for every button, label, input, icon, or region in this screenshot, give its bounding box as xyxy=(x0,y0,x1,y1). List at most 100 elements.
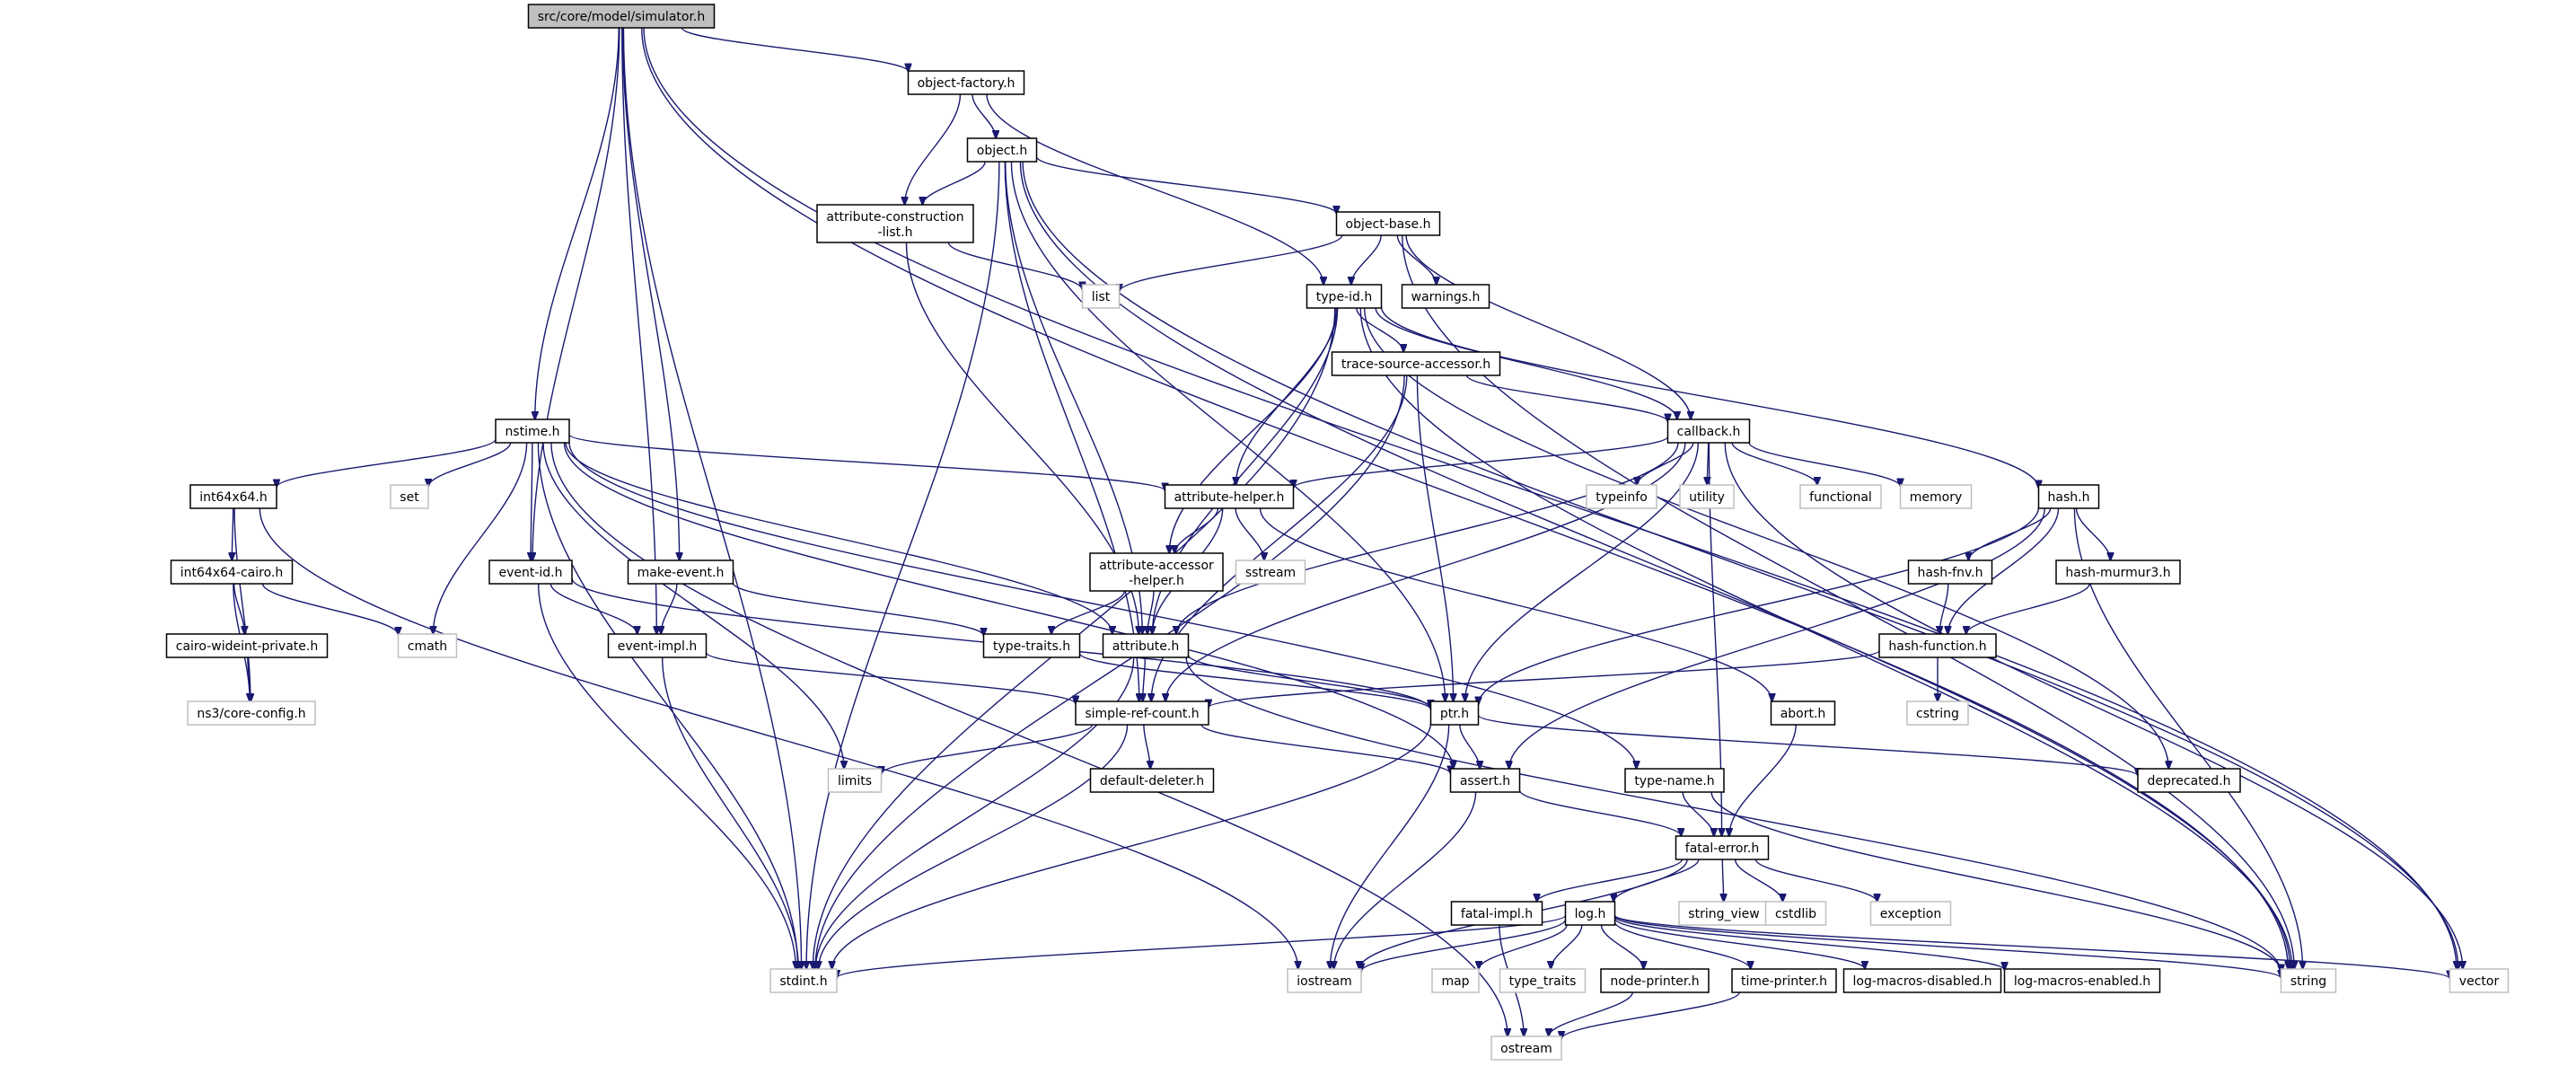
edge-assert-to-iostream xyxy=(1333,791,1477,969)
node-label: time-printer.h xyxy=(1741,974,1827,989)
edge-callback-to-utility xyxy=(1707,442,1708,485)
node-label: warnings.h xyxy=(1411,290,1481,304)
node-deprecated[interactable]: deprecated.h xyxy=(2137,768,2241,793)
edge-callback-to-functional xyxy=(1731,442,1817,485)
edge-type-id-to-attribute-accessor-helper xyxy=(1169,307,1337,553)
node-box xyxy=(816,204,974,243)
edge-simulator-to-stdint xyxy=(622,27,801,969)
node-label: object.h xyxy=(977,144,1027,158)
edge-callback-to-typeinfo xyxy=(1637,442,1694,485)
node-label: typeinfo xyxy=(1596,490,1648,505)
node-box xyxy=(827,768,883,793)
node-box xyxy=(2137,768,2241,793)
edge-abort-to-fatal-error xyxy=(1729,724,1797,836)
node-box xyxy=(1287,968,1362,993)
edge-callback-to-ptr xyxy=(1465,442,1699,701)
node-event-impl[interactable]: event-impl.h xyxy=(607,633,708,658)
node-box xyxy=(1907,559,1993,585)
node-label: type_traits xyxy=(1509,974,1577,989)
node-string_view: string_view xyxy=(1678,901,1770,926)
edge-simulator-to-event-id xyxy=(532,27,620,560)
node-box xyxy=(1335,211,1441,236)
node-box xyxy=(527,4,716,29)
edge-object-factory-to-object xyxy=(971,93,996,138)
node-make-event[interactable]: make-event.h xyxy=(627,559,734,585)
edge-log-to-vector xyxy=(1613,914,2450,978)
edge-int64x64-to-iostream xyxy=(259,507,1297,969)
edge-fatal-error-to-cstdlib xyxy=(1734,859,1783,902)
node-log[interactable]: log.h xyxy=(1564,901,1616,926)
node-label: sstream xyxy=(1245,566,1296,580)
edge-simple-ref-count-to-default-deleter xyxy=(1143,724,1150,769)
node-hash-fnv[interactable]: hash-fnv.h xyxy=(1907,559,1993,585)
node-int64x64[interactable]: int64x64.h xyxy=(189,484,277,509)
node-node-printer[interactable]: node-printer.h xyxy=(1600,968,1710,993)
node-box xyxy=(1678,901,1770,926)
node-hash[interactable]: hash.h xyxy=(2037,484,2100,509)
node-label: callback.h xyxy=(1677,425,1741,439)
node-box xyxy=(1401,284,1490,309)
edge-simulator-to-object-factory xyxy=(681,27,908,72)
node-attribute-accessor-helper[interactable]: attribute-accessor-helper.h xyxy=(1089,552,1224,592)
node-nstime[interactable]: nstime.h xyxy=(495,418,570,444)
node-abort[interactable]: abort.h xyxy=(1770,700,1836,726)
node-object-factory[interactable]: object-factory.h xyxy=(907,70,1025,95)
node-object-base[interactable]: object-base.h xyxy=(1335,211,1441,236)
edge-trace-source-accessor-to-callback xyxy=(1465,374,1668,422)
edge-event-id-to-stdint xyxy=(537,583,796,969)
node-time-printer[interactable]: time-printer.h xyxy=(1731,968,1837,993)
node-attribute-construction-list[interactable]: attribute-construction-list.h xyxy=(816,204,974,243)
node-ptr[interactable]: ptr.h xyxy=(1429,700,1480,726)
edge-simple-ref-count-to-assert xyxy=(1200,724,1450,773)
node-hash-murmur3[interactable]: hash-murmur3.h xyxy=(2055,559,2181,585)
node-cairo-wideint-private[interactable]: cairo-wideint-private.h xyxy=(165,633,329,658)
node-type-traits[interactable]: type-traits.h xyxy=(982,633,1081,658)
node-object[interactable]: object.h xyxy=(966,137,1038,163)
node-box xyxy=(1564,901,1616,926)
node-event-id[interactable]: event-id.h xyxy=(488,559,573,585)
node-attribute[interactable]: attribute.h xyxy=(1102,633,1190,658)
node-box xyxy=(1235,559,1306,585)
node-label: hash-fnv.h xyxy=(1918,566,1983,580)
node-callback[interactable]: callback.h xyxy=(1666,418,1751,444)
edge-nstime-to-event-id xyxy=(531,442,532,560)
edge-ptr-to-assert xyxy=(1459,724,1480,769)
node-simulator[interactable]: src/core/model/simulator.h xyxy=(527,4,716,29)
node-label: fatal-impl.h xyxy=(1461,907,1533,921)
node-assert[interactable]: assert.h xyxy=(1449,768,1521,793)
node-log-macros-enabled[interactable]: log-macros-enabled.h xyxy=(2003,968,2161,993)
node-box xyxy=(1842,968,2002,993)
edge-attribute-accessor-helper-to-attribute xyxy=(1147,590,1155,634)
node-hash-function[interactable]: hash-function.h xyxy=(1878,633,1997,658)
node-type-name[interactable]: type-name.h xyxy=(1624,768,1725,793)
edge-hash-fnv-to-hash-function xyxy=(1939,583,1949,634)
node-label: assert.h xyxy=(1460,774,1510,788)
node-attribute-helper[interactable]: attribute-helper.h xyxy=(1164,484,1295,509)
edge-nstime-to-type-name xyxy=(568,442,1636,769)
node-box xyxy=(627,559,734,585)
node-box xyxy=(1075,700,1209,726)
node-label: exception xyxy=(1880,907,1941,921)
node-type-id[interactable]: type-id.h xyxy=(1306,284,1383,309)
node-simple-ref-count[interactable]: simple-ref-count.h xyxy=(1075,700,1209,726)
edge-int64x64-to-int64x64-cairo xyxy=(232,507,233,560)
edge-nstime-to-assert xyxy=(563,442,1453,769)
node-fatal-error[interactable]: fatal-error.h xyxy=(1675,835,1770,860)
edge-nstime-to-ostream xyxy=(550,442,1508,1036)
edge-object-to-object-base xyxy=(1035,155,1337,214)
node-warnings[interactable]: warnings.h xyxy=(1401,284,1490,309)
node-trace-source-accessor[interactable]: trace-source-accessor.h xyxy=(1331,351,1501,376)
node-label: iostream xyxy=(1297,974,1352,989)
edge-hash-to-assert xyxy=(1509,507,2045,769)
node-fatal-impl[interactable]: fatal-impl.h xyxy=(1450,901,1543,926)
edge-attribute-to-string xyxy=(1185,656,2281,973)
node-int64x64-cairo[interactable]: int64x64-cairo.h xyxy=(170,559,294,585)
edge-simulator-to-string xyxy=(641,27,2289,969)
node-box xyxy=(1490,1035,1562,1061)
node-label: type-name.h xyxy=(1634,774,1714,788)
node-default-deleter[interactable]: default-deleter.h xyxy=(1089,768,1215,793)
node-label: ptr.h xyxy=(1440,707,1469,721)
node-box xyxy=(1164,484,1295,509)
node-log-macros-disabled[interactable]: log-macros-disabled.h xyxy=(1842,968,2002,993)
node-box xyxy=(1899,484,1973,509)
